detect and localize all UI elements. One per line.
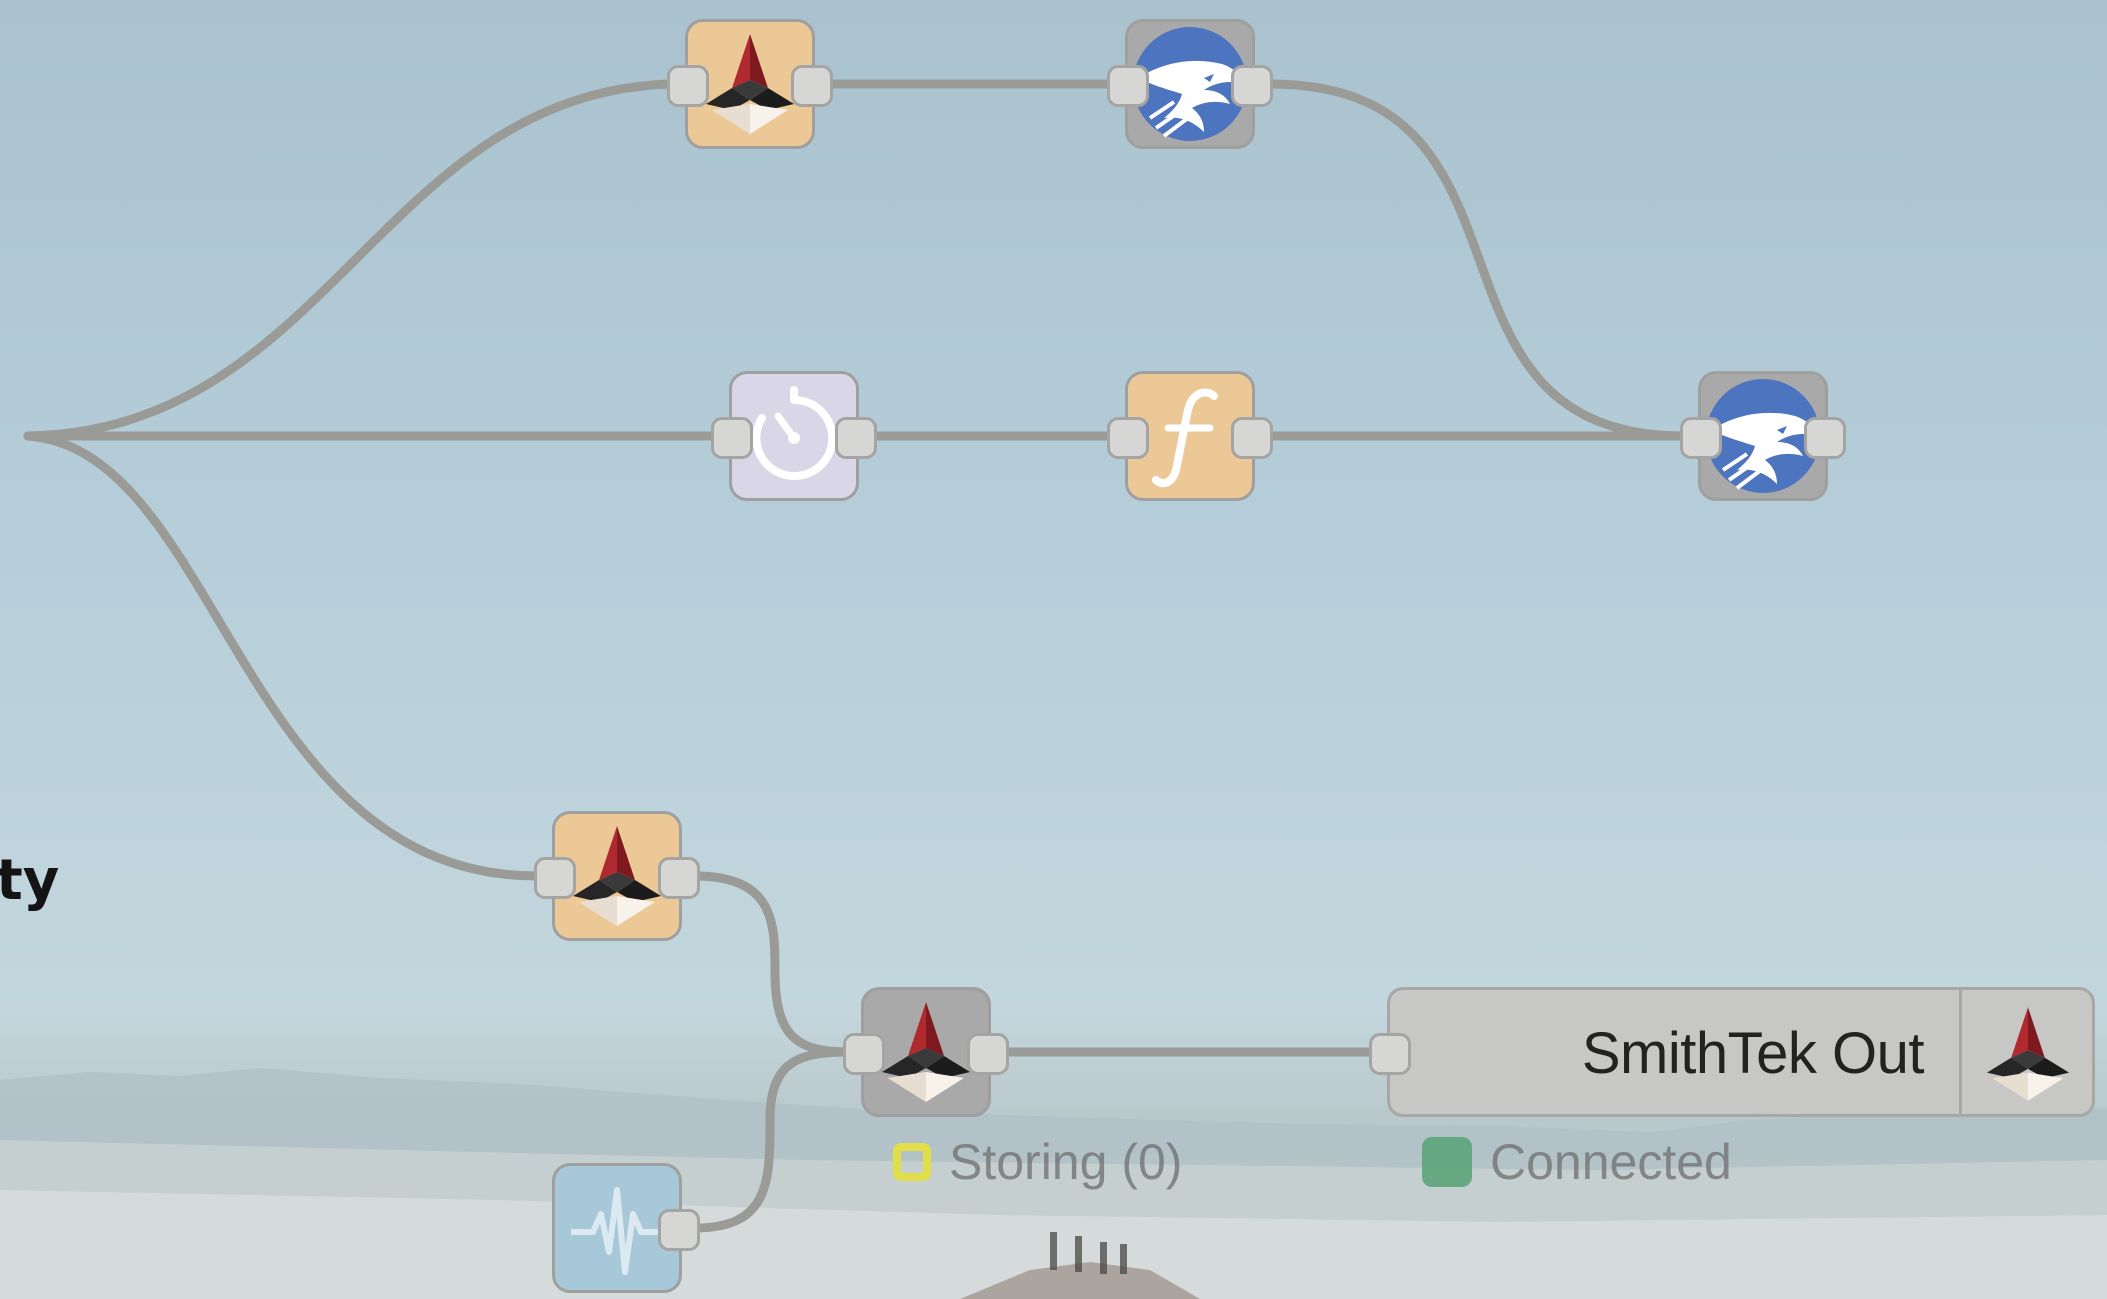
storing-status-text: Storing (0) bbox=[949, 1134, 1183, 1190]
connected-indicator-icon bbox=[1422, 1137, 1472, 1187]
smithtek-logo-icon bbox=[1986, 1007, 2070, 1101]
eagle-node-right[interactable] bbox=[1680, 371, 1846, 501]
input-port[interactable] bbox=[667, 65, 709, 107]
input-port[interactable] bbox=[1680, 417, 1722, 459]
smithtek-node-mid[interactable] bbox=[534, 811, 700, 941]
wire-eagle-top-to-eagle-right bbox=[1265, 79, 1690, 441]
output-port[interactable] bbox=[658, 1209, 700, 1251]
eagle-node-top[interactable] bbox=[1107, 19, 1273, 149]
output-node-label: SmithTek Out bbox=[1581, 1021, 1925, 1086]
input-port[interactable] bbox=[711, 417, 753, 459]
timer-node[interactable] bbox=[711, 371, 877, 501]
output-port[interactable] bbox=[1231, 65, 1273, 107]
signal-node[interactable] bbox=[552, 1163, 700, 1293]
smithtek-logo-icon bbox=[706, 34, 794, 134]
output-port[interactable] bbox=[967, 1033, 1009, 1075]
input-port[interactable] bbox=[1369, 1033, 1411, 1075]
waveform-icon bbox=[571, 1187, 663, 1275]
wire-origin-to-smithtek-top bbox=[23, 79, 675, 441]
output-port[interactable] bbox=[1804, 417, 1846, 459]
function-node[interactable] bbox=[1107, 371, 1273, 501]
stopwatch-icon bbox=[752, 386, 837, 480]
storing-status: Storing (0) bbox=[893, 1133, 1182, 1191]
eagle-icon bbox=[1133, 27, 1247, 141]
node-divider bbox=[1959, 990, 1962, 1114]
input-port[interactable] bbox=[1107, 417, 1149, 459]
partial-side-text: ty bbox=[0, 848, 60, 913]
storing-indicator-icon bbox=[893, 1143, 931, 1181]
smithtek-node-gray[interactable] bbox=[843, 987, 1009, 1117]
input-port[interactable] bbox=[843, 1033, 885, 1075]
wire-origin-to-smithtek-mid bbox=[23, 431, 542, 881]
wire-smithtek-mid-to-gray bbox=[690, 871, 855, 1057]
output-port[interactable] bbox=[1231, 417, 1273, 459]
smithtek-out-node[interactable]: SmithTek Out bbox=[1369, 987, 2095, 1117]
smithtek-logo-icon bbox=[882, 1002, 970, 1102]
output-port[interactable] bbox=[791, 65, 833, 107]
connected-status: Connected bbox=[1422, 1133, 1732, 1191]
input-port[interactable] bbox=[534, 857, 576, 899]
smithtek-node-top[interactable] bbox=[667, 19, 833, 149]
smithtek-logo-icon bbox=[573, 826, 661, 926]
connected-status-text: Connected bbox=[1490, 1134, 1732, 1190]
wire-signal-to-gray bbox=[690, 1047, 855, 1233]
function-icon bbox=[1152, 388, 1218, 488]
eagle-icon bbox=[1706, 379, 1820, 493]
output-port[interactable] bbox=[658, 857, 700, 899]
input-port[interactable] bbox=[1107, 65, 1149, 107]
output-port[interactable] bbox=[835, 417, 877, 459]
